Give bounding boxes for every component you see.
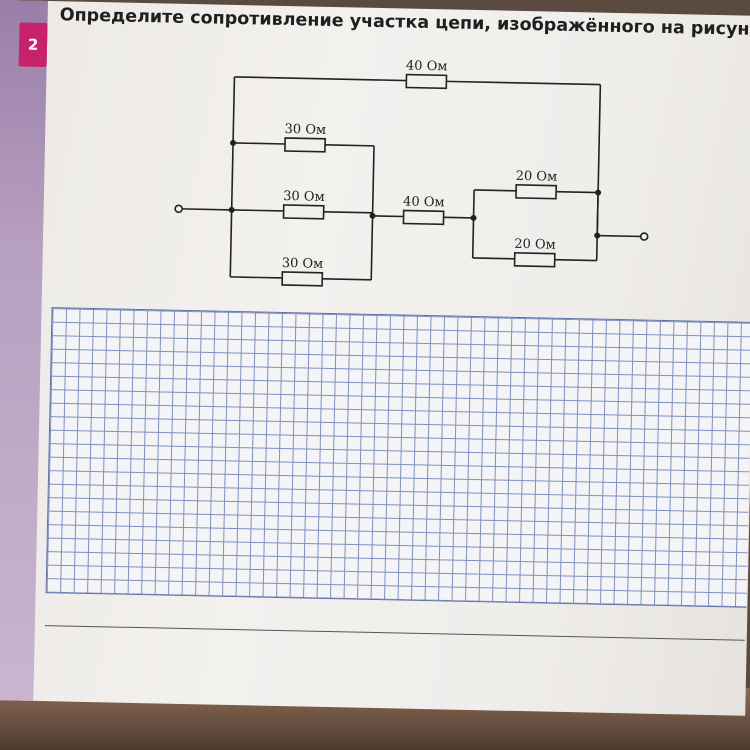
resistor-top-label: 40 Ом [406,59,448,75]
junction-node [594,232,601,239]
resistor-series-middle [402,209,445,226]
junction-node [369,212,376,219]
junction-node [230,139,237,146]
resistor-series-middle-label: 40 Ом [403,194,445,210]
resistor-middle-left-label: 30 Ом [283,189,325,205]
resistor-top [405,73,448,90]
output-terminal [639,232,649,241]
resistor-middle-left [282,204,325,220]
resistor-upper-right [515,184,558,200]
resistor-lower-right [513,252,556,268]
resistor-upper-right-label: 20 Ом [516,169,558,185]
resistor-lower-right-label: 20 Ом [514,237,556,253]
junction-node [470,214,477,221]
resistor-lower-left [281,271,324,287]
answer-grid[interactable] [45,307,750,608]
resistor-upper-left [284,137,326,153]
junction-node [595,189,602,196]
circuit-diagram: 40 Ом 30 Ом 30 Ом 30 Ом 40 Ом 20 Ом 20 О… [174,59,649,287]
resistor-lower-left-label: 30 Ом [282,256,324,272]
resistor-upper-left-label: 30 Ом [284,122,326,138]
workbook-page: 2 Определите сопротивление участка цепи,… [0,0,750,716]
input-terminal [174,204,183,214]
answer-line [44,625,745,641]
junction-node [228,206,235,213]
